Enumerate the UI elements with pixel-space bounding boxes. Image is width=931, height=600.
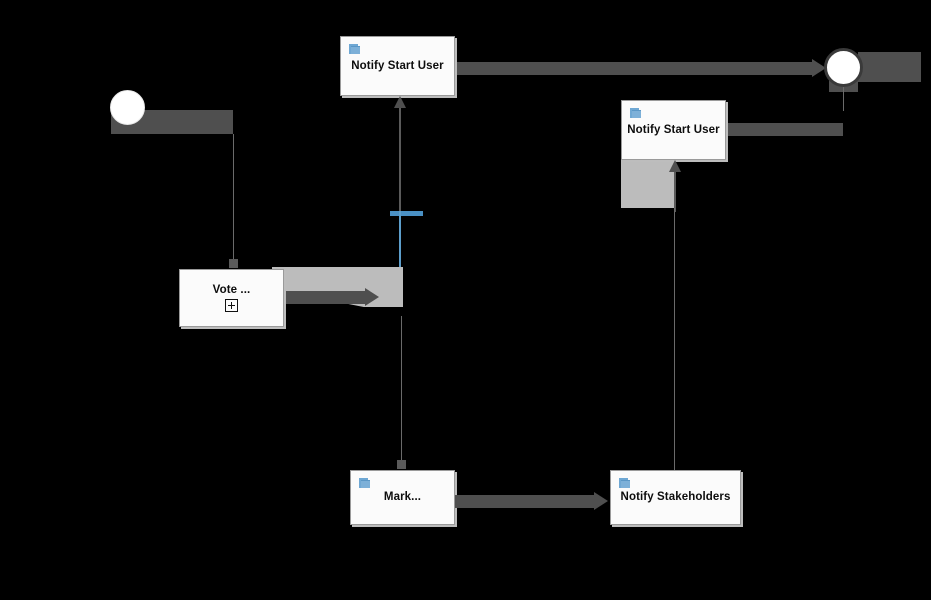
script-task-icon: [618, 477, 633, 491]
flow-vote-to-notify-start-user[interactable]: [399, 108, 401, 273]
flow-notify-start-user-to-end-event[interactable]: [455, 62, 815, 75]
flow-vote-outgoing[interactable]: [284, 291, 367, 304]
flow-start-event-to-vote[interactable]: [233, 134, 234, 261]
flow-mark-to-notify-start-user[interactable]: [401, 316, 402, 462]
task-label: Notify Stakeholders: [620, 491, 731, 504]
task-notify-stakeholders[interactable]: Notify Stakeholders: [610, 470, 741, 525]
task-label: Mark...: [383, 491, 422, 504]
task-label: Vote ...: [212, 283, 251, 296]
script-task-icon: [348, 43, 363, 57]
flow-vote-outgoing-arrowhead: [365, 288, 379, 306]
flow-notify-stakeholders-to-notify-start-user-right[interactable]: [674, 208, 675, 470]
flow-start-event-to-vote-endpoint: [229, 259, 238, 268]
task-label: Notify Start User: [351, 59, 444, 72]
flow-notify-start-user-to-end-event-arrowhead: [812, 59, 826, 77]
drag-ghost-notify-start-user-right: [621, 160, 676, 208]
flow-mark-to-notify-start-user-endpoint: [397, 460, 406, 469]
flow-mark-to-notify-stakeholders[interactable]: [455, 495, 596, 508]
flow-notify-stakeholders-to-notify-start-user-right-arrowhead: [669, 160, 681, 172]
end-event[interactable]: [824, 48, 863, 87]
flow-notify-start-user-right-outgoing[interactable]: [726, 123, 843, 136]
flow-mark-to-notify-stakeholders-arrowhead: [594, 492, 608, 510]
connection-drag-highlight-line: [399, 211, 401, 271]
task-label: Notify Start User: [627, 123, 720, 136]
task-vote[interactable]: Vote ...: [179, 269, 284, 327]
task-notify-start-user-right[interactable]: Notify Start User: [621, 100, 726, 160]
end-event-connector-line: [843, 87, 844, 111]
expand-plus-marker[interactable]: [225, 299, 238, 313]
start-event[interactable]: [110, 90, 145, 125]
script-task-icon: [629, 107, 644, 121]
connection-drag-highlight[interactable]: [390, 211, 423, 216]
end-event-outgoing-bar[interactable]: [858, 52, 921, 82]
task-notify-start-user-top[interactable]: Notify Start User: [340, 36, 455, 96]
flow-notify-stakeholders-to-notify-start-user-right-shaft[interactable]: [674, 172, 676, 212]
script-task-icon: [358, 477, 373, 491]
task-mark[interactable]: Mark...: [350, 470, 455, 525]
flow-vote-to-notify-start-user-arrowhead: [394, 96, 406, 108]
